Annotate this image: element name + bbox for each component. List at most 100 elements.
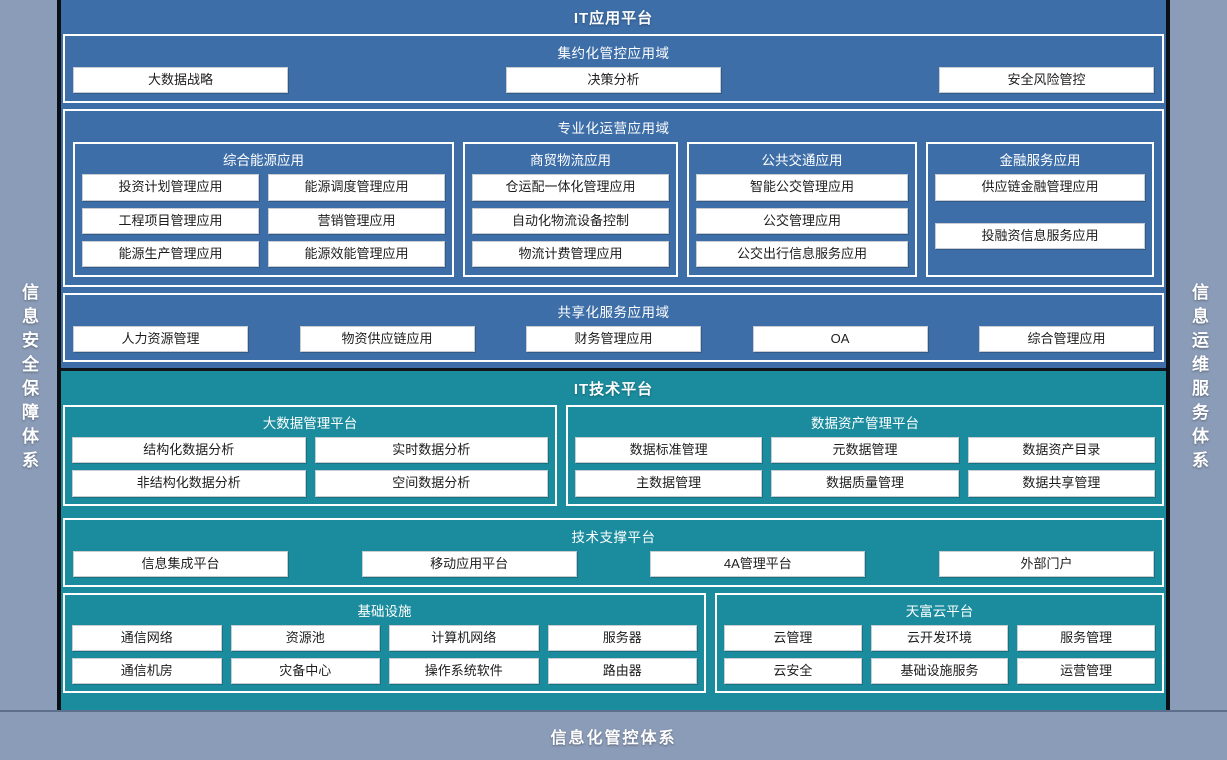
chip-cloud-security[interactable]: 云安全: [724, 658, 862, 685]
chip-operating-system-software[interactable]: 操作系统软件: [389, 658, 539, 685]
chip-data-quality-management[interactable]: 数据质量管理: [771, 470, 959, 497]
chip-metadata-management[interactable]: 元数据管理: [771, 437, 959, 464]
chip-decision-analysis[interactable]: 决策分析: [506, 67, 721, 94]
chip-data-asset-catalog[interactable]: 数据资产目录: [967, 437, 1155, 464]
group-tianfu-cloud-platform: 天富云平台 云管理 云开发环境 服务管理 云安全 基础设施服务 运营管理: [715, 592, 1164, 694]
it-application-platform: IT应用平台 集约化管控应用域 大数据战略 决策分析 安全风险管控 专业化运营应…: [57, 0, 1170, 371]
right-rail-label: 信息运维服务体系: [1189, 283, 1208, 475]
chip-unstructured-data-analysis[interactable]: 非结构化数据分析: [72, 470, 306, 497]
chip-row: 工程项目管理应用 营销管理应用: [82, 207, 445, 234]
chip-security-risk-control[interactable]: 安全风险管控: [939, 67, 1154, 94]
chip-structured-data-analysis[interactable]: 结构化数据分析: [72, 437, 306, 464]
chip-resource-pool[interactable]: 资源池: [230, 624, 380, 651]
chip-external-portal[interactable]: 外部门户: [938, 550, 1154, 577]
group-title: 基础设施: [357, 603, 412, 619]
it-technology-platform-title: IT技术平台: [573, 381, 654, 398]
band-title: 共享化服务应用域: [557, 304, 670, 320]
chip-disaster-recovery-center[interactable]: 灾备中心: [230, 658, 380, 685]
chip-energy-efficiency-management[interactable]: 能源效能管理应用: [268, 240, 445, 267]
chip-data-standard-management[interactable]: 数据标准管理: [575, 437, 763, 464]
chip-row: 自动化物流设备控制: [472, 207, 669, 234]
chip-integrated-management[interactable]: 综合管理应用: [979, 325, 1154, 352]
chip-row: 云管理 云开发环境 服务管理: [724, 624, 1156, 651]
chip-investment-financing-info-service[interactable]: 投融资信息服务应用: [935, 222, 1145, 249]
chip-material-supply-chain[interactable]: 物资供应链应用: [299, 325, 475, 352]
band-title: 集约化管控应用域: [557, 46, 670, 61]
footer-informatization-governance: 信息化管控体系: [0, 710, 1227, 760]
chip-row: 主数据管理 数据质量管理 数据共享管理: [575, 470, 1155, 497]
chip-row: 人力资源管理 物资供应链应用 财务管理应用 OA 综合管理应用: [73, 325, 1154, 352]
chip-row: 大数据战略 决策分析 安全风险管控: [73, 67, 1154, 94]
chip-row: 智能公交管理应用: [696, 174, 908, 201]
left-rail-information-security: 信息安全保障体系: [0, 0, 61, 758]
chip-oa[interactable]: OA: [752, 325, 928, 352]
chip-realtime-data-analysis[interactable]: 实时数据分析: [314, 437, 548, 464]
it-application-platform-title: IT应用平台: [573, 10, 654, 27]
chip-data-sharing-management[interactable]: 数据共享管理: [967, 470, 1155, 497]
group-public-transit-applications: 公共交通应用 智能公交管理应用 公交管理应用 公交出行信息服务应用: [687, 142, 917, 277]
chip-bus-travel-info-service[interactable]: 公交出行信息服务应用: [696, 240, 908, 267]
chip-row: 数据标准管理 元数据管理 数据资产目录: [575, 437, 1155, 464]
chip-row: 通信机房 灾备中心 操作系统软件 路由器: [72, 658, 697, 685]
chip-operations-management[interactable]: 运营管理: [1017, 658, 1156, 685]
chip-smart-bus-management[interactable]: 智能公交管理应用: [696, 174, 908, 201]
chip-row: 公交管理应用: [696, 207, 908, 234]
group-title: 金融服务应用: [999, 153, 1081, 169]
chip-service-management[interactable]: 服务管理: [1017, 624, 1156, 651]
band-shared-services-domain: 共享化服务应用域 人力资源管理 物资供应链应用 财务管理应用 OA 综合管理应用: [63, 292, 1164, 362]
left-rail-label: 信息安全保障体系: [19, 283, 38, 475]
chip-server[interactable]: 服务器: [547, 624, 697, 651]
chip-automated-logistics-equipment-control[interactable]: 自动化物流设备控制: [472, 207, 669, 234]
chip-row: 通信网络 资源池 计算机网络 服务器: [72, 624, 697, 651]
group-title: 综合能源应用: [223, 153, 304, 169]
chip-row: 结构化数据分析 实时数据分析: [72, 437, 548, 464]
it-technology-platform: IT技术平台 大数据管理平台 结构化数据分析 实时数据分析 非结构化数据分析: [57, 371, 1170, 710]
chip-cloud-dev-environment[interactable]: 云开发环境: [870, 624, 1009, 651]
chip-bus-management[interactable]: 公交管理应用: [696, 207, 908, 234]
chip-spatial-data-analysis[interactable]: 空间数据分析: [314, 470, 548, 497]
chip-infrastructure-service[interactable]: 基础设施服务: [870, 658, 1009, 685]
chip-communication-network[interactable]: 通信网络: [72, 624, 222, 651]
band-infrastructure: 基础设施 通信网络 资源池 计算机网络 服务器 通信机房 灾备中心: [63, 592, 1164, 694]
chip-finance-management[interactable]: 财务管理应用: [526, 325, 701, 352]
chip-router[interactable]: 路由器: [547, 658, 697, 685]
chip-engineering-project-management[interactable]: 工程项目管理应用: [82, 207, 259, 234]
platform-stack: IT应用平台 集约化管控应用域 大数据战略 决策分析 安全风险管控 专业化运营应…: [57, 0, 1170, 710]
chip-master-data-management[interactable]: 主数据管理: [575, 470, 763, 497]
chip-mobile-application-platform[interactable]: 移动应用平台: [361, 550, 577, 577]
group-title: 天富云平台: [905, 603, 974, 619]
group-integrated-energy-applications: 综合能源应用 投资计划管理应用 能源调度管理应用 工程项目管理应用 营销管理应用: [73, 142, 454, 277]
chip-row: 物流计费管理应用: [472, 240, 669, 267]
band-title: 专业化运营应用域: [557, 121, 670, 137]
chip-row: 仓运配一体化管理应用: [472, 174, 669, 201]
chip-cloud-management[interactable]: 云管理: [724, 624, 862, 651]
chip-investment-plan-management[interactable]: 投资计划管理应用: [82, 174, 259, 201]
chip-energy-dispatch-management[interactable]: 能源调度管理应用: [268, 174, 445, 201]
band-title: 技术支撑平台: [571, 529, 656, 545]
group-trade-logistics-applications: 商贸物流应用 仓运配一体化管理应用 自动化物流设备控制 物流计费管理应用: [463, 142, 678, 277]
band-intensive-management-domain: 集约化管控应用域 大数据战略 决策分析 安全风险管控: [63, 34, 1164, 104]
chip-row: 公交出行信息服务应用: [696, 240, 908, 267]
band-professional-operations-domain: 专业化运营应用域 综合能源应用 投资计划管理应用 能源调度管理应用 工程项目管理…: [63, 109, 1164, 287]
chip-row: 能源生产管理应用 能源效能管理应用: [82, 240, 445, 267]
chip-integrated-warehouse-transport[interactable]: 仓运配一体化管理应用: [472, 174, 669, 201]
chip-row: 供应链金融管理应用: [935, 174, 1145, 201]
chip-energy-production-management[interactable]: 能源生产管理应用: [82, 240, 259, 267]
chip-marketing-management[interactable]: 营销管理应用: [268, 207, 445, 234]
chip-logistics-billing-management[interactable]: 物流计费管理应用: [472, 240, 669, 267]
chip-communication-room[interactable]: 通信机房: [72, 658, 222, 685]
group-title: 大数据管理平台: [262, 416, 358, 431]
group-title: 公共交通应用: [761, 153, 843, 169]
chip-information-integration-platform[interactable]: 信息集成平台: [73, 550, 288, 577]
right-rail-it-operations: 信息运维服务体系: [1166, 0, 1227, 758]
chip-row: 信息集成平台 移动应用平台 4A管理平台 外部门户: [73, 550, 1154, 577]
chip-big-data-strategy[interactable]: 大数据战略: [73, 67, 288, 94]
chip-computer-network[interactable]: 计算机网络: [389, 624, 539, 651]
group-title: 商贸物流应用: [530, 153, 611, 169]
chip-4a-management-platform[interactable]: 4A管理平台: [650, 550, 866, 577]
band-data-platforms: 大数据管理平台 结构化数据分析 实时数据分析 非结构化数据分析 空间数据分析: [63, 405, 1164, 512]
chip-human-resources-management[interactable]: 人力资源管理: [73, 325, 248, 352]
chip-supply-chain-finance-management[interactable]: 供应链金融管理应用: [935, 174, 1145, 201]
group-infrastructure: 基础设施 通信网络 资源池 计算机网络 服务器 通信机房 灾备中心: [63, 592, 706, 694]
